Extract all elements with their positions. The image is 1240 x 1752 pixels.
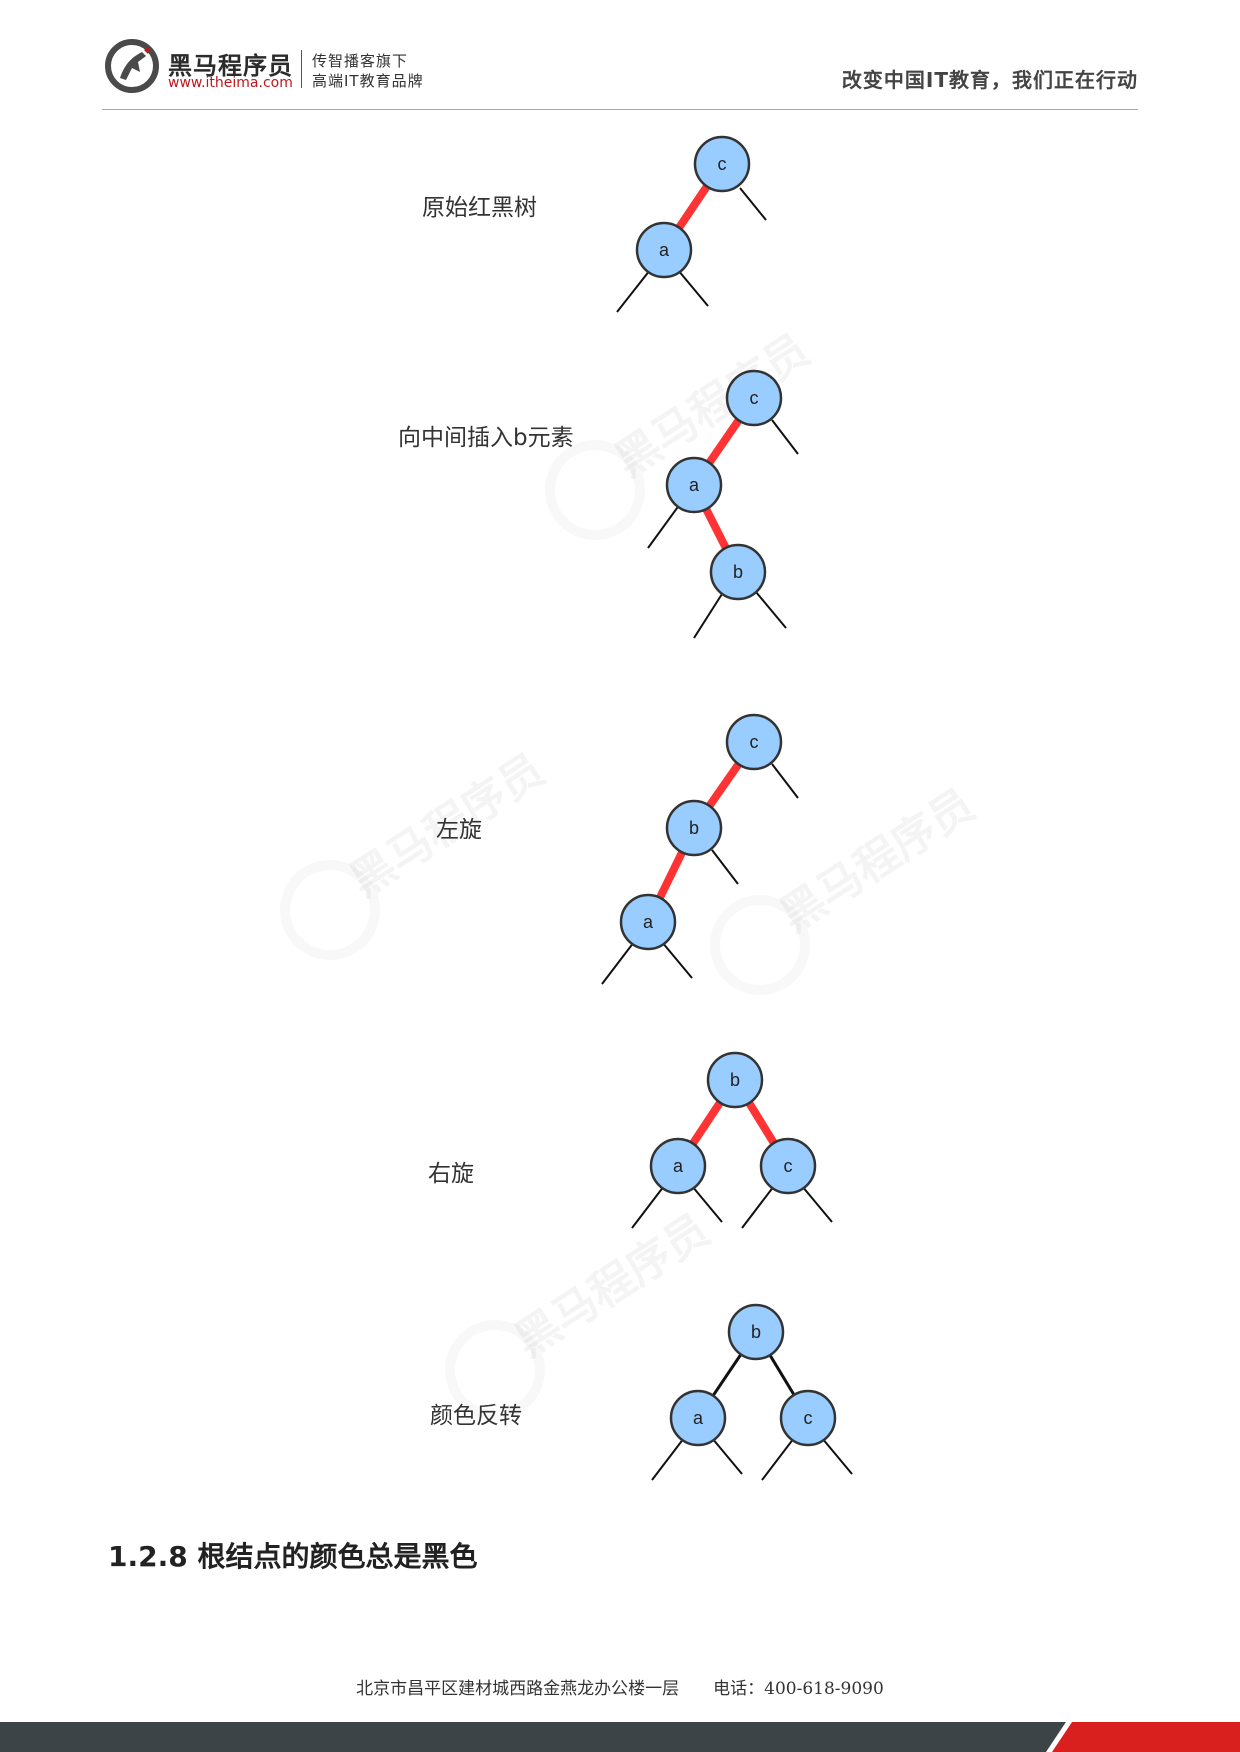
page-header: 黑马程序员 www.itheima.com 传智播客旗下 高端IT教育品牌 改变…: [0, 0, 1240, 112]
node-key: c: [784, 1156, 793, 1176]
null-link: [691, 1185, 723, 1223]
null-link: [821, 1437, 853, 1475]
node-key: b: [689, 818, 699, 838]
node-key: b: [730, 1070, 740, 1090]
null-link: [651, 1437, 685, 1481]
logo-url: www.itheima.com: [168, 75, 293, 91]
tree-node: c: [693, 135, 751, 193]
footer-bar: [0, 1722, 1240, 1752]
logo-name: 黑马程序员: [168, 52, 293, 80]
tree-rotate-right: b a c: [631, 1051, 833, 1229]
null-link: [693, 593, 723, 639]
logo-tagline-1: 传智播客旗下: [312, 52, 409, 70]
red-black-tree-diagrams: c a c a b: [601, 135, 853, 1481]
tree-insert: c a b: [647, 369, 799, 639]
null-link: [601, 941, 635, 985]
diagram-label-original: 原始红黑树: [422, 195, 537, 221]
null-link: [711, 1437, 743, 1475]
node-key: a: [689, 475, 700, 495]
tree-node: c: [725, 713, 783, 771]
node-key: b: [733, 562, 743, 582]
horse-logo-icon: [105, 39, 159, 93]
header-rule: [102, 109, 1138, 110]
null-link: [771, 419, 799, 455]
node-key: c: [750, 732, 759, 752]
null-link: [616, 269, 651, 313]
null-link: [711, 849, 739, 885]
footer-address: 北京市昌平区建材城西路金燕龙办公楼一层 电话：400-618-9090: [356, 1679, 884, 1699]
null-link: [631, 1185, 665, 1229]
null-link: [771, 763, 799, 799]
node-key: b: [751, 1322, 761, 1342]
logo-tagline-2: 高端IT教育品牌: [312, 72, 424, 90]
null-link: [661, 941, 693, 979]
tree-node: a: [649, 1137, 707, 1195]
node-key: c: [718, 154, 727, 174]
tree-node: c: [779, 1389, 837, 1447]
node-key: a: [659, 240, 670, 260]
tree-node: b: [706, 1051, 764, 1109]
node-key: a: [673, 1156, 684, 1176]
null-link: [801, 1185, 833, 1223]
diagram-label-rotate-left: 左旋: [436, 817, 482, 843]
node-key: a: [693, 1408, 704, 1428]
section-heading: 1.2.8 根结点的颜色总是黑色: [108, 1540, 478, 1573]
tree-node: a: [665, 456, 723, 514]
diagram-label-rotate-right: 右旋: [428, 1161, 474, 1187]
header-slogan: 改变中国IT教育，我们正在行动: [841, 68, 1138, 92]
tree-rotate-left: c b a: [601, 713, 799, 985]
node-key: c: [804, 1408, 813, 1428]
null-link: [647, 503, 681, 549]
tree-node: c: [725, 369, 783, 427]
null-link: [739, 187, 767, 221]
tree-node: b: [709, 543, 767, 601]
diagram-label-insert: 向中间插入b元素: [398, 425, 574, 451]
null-link: [755, 591, 787, 629]
tree-node: c: [759, 1137, 817, 1195]
null-link: [741, 1185, 775, 1229]
diagram-label-color-flip: 颜色反转: [430, 1403, 522, 1429]
null-link: [677, 269, 709, 307]
tree-color-flip: b a c: [651, 1303, 853, 1481]
node-key: a: [643, 912, 654, 932]
null-link: [761, 1437, 795, 1481]
logo-divider: [301, 50, 302, 88]
tree-node: b: [727, 1303, 785, 1361]
node-key: c: [750, 388, 759, 408]
tree-node: a: [619, 893, 677, 951]
tree-original: c a: [616, 135, 767, 313]
tree-node: a: [669, 1389, 727, 1447]
tree-node: b: [665, 799, 723, 857]
tree-node: a: [635, 221, 693, 279]
